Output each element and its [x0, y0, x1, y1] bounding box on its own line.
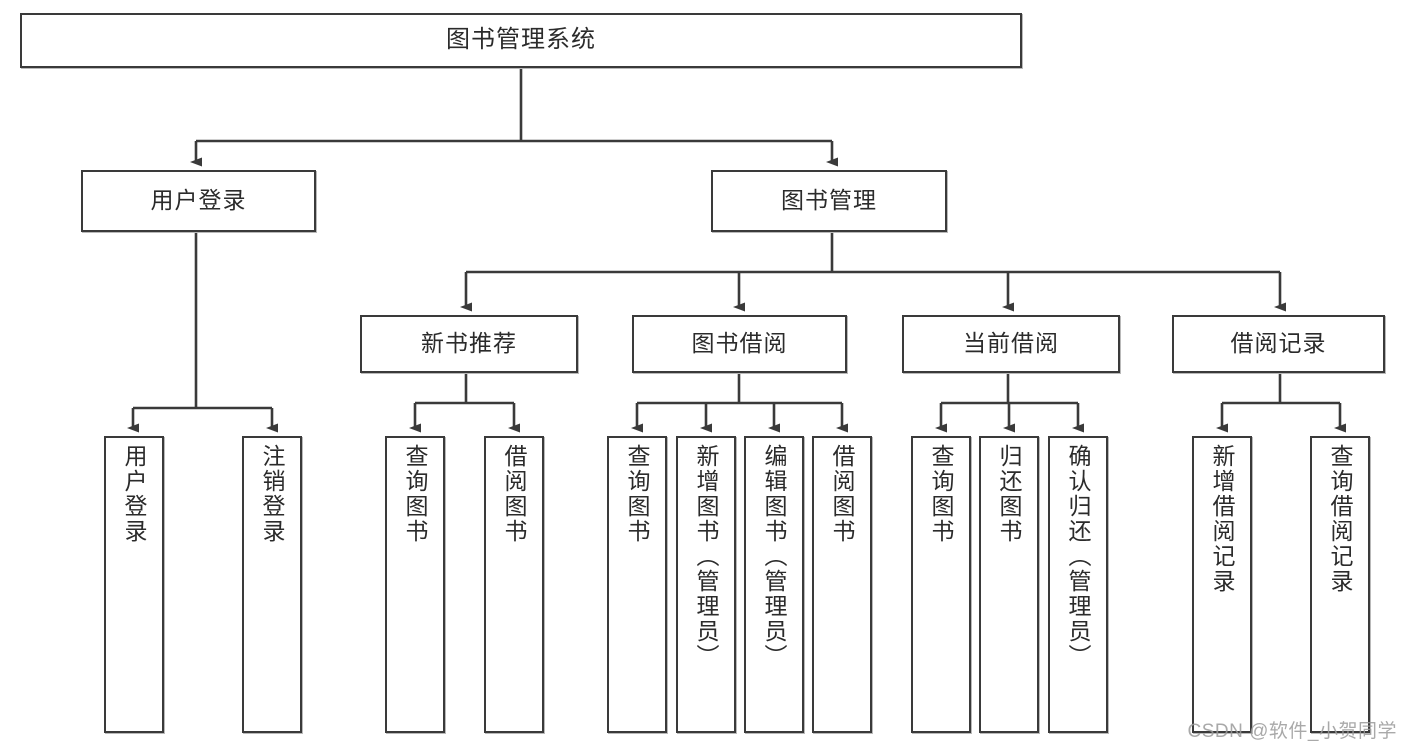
node-leaf-logout-login[interactable]: 注销登录	[242, 436, 302, 733]
node-leaf-borrow-book-1[interactable]: 借阅图书	[484, 436, 544, 733]
node-leaf-add-borrow-record-label: 新增借阅记录	[1209, 444, 1236, 594]
node-leaf-query-borrow-record-label: 查询借阅记录	[1327, 444, 1354, 594]
node-leaf-query-book-1-label: 查询图书	[402, 444, 429, 544]
node-leaf-borrow-book-2[interactable]: 借阅图书	[812, 436, 872, 733]
node-new-book-recommend[interactable]: 新书推荐	[360, 315, 578, 373]
node-leaf-user-login[interactable]: 用户登录	[104, 436, 164, 733]
node-current-borrow-label: 当前借阅	[963, 330, 1059, 357]
node-leaf-add-borrow-record[interactable]: 新增借阅记录	[1192, 436, 1252, 733]
node-leaf-edit-book-admin-label: 编辑图书（管理员）	[761, 444, 788, 669]
node-leaf-confirm-return-admin[interactable]: 确认归还（管理员）	[1048, 436, 1108, 733]
node-current-borrow[interactable]: 当前借阅	[902, 315, 1120, 373]
node-leaf-return-book[interactable]: 归还图书	[979, 436, 1039, 733]
node-leaf-query-book-2-label: 查询图书	[624, 444, 651, 544]
node-book-management[interactable]: 图书管理	[711, 170, 947, 232]
node-borrow-record-label: 借阅记录	[1230, 330, 1327, 357]
node-root-label: 图书管理系统	[446, 26, 596, 54]
node-leaf-add-book-admin-label: 新增图书（管理员）	[693, 444, 720, 669]
node-leaf-borrow-book-2-label: 借阅图书	[829, 444, 856, 544]
node-leaf-user-login-label: 用户登录	[121, 444, 148, 544]
node-leaf-logout-login-label: 注销登录	[259, 444, 286, 544]
node-new-book-recommend-label: 新书推荐	[421, 330, 517, 357]
node-leaf-query-book-2[interactable]: 查询图书	[607, 436, 667, 733]
watermark-text: CSDN @软件_小贺同学	[1187, 721, 1397, 742]
node-book-borrow-label: 图书借阅	[691, 330, 788, 357]
node-user-login-label: 用户登录	[150, 187, 247, 214]
node-leaf-borrow-book-1-label: 借阅图书	[501, 444, 528, 544]
node-book-borrow[interactable]: 图书借阅	[632, 315, 847, 373]
node-leaf-return-book-label: 归还图书	[996, 444, 1023, 544]
node-user-login[interactable]: 用户登录	[81, 170, 316, 232]
node-leaf-query-book-3-label: 查询图书	[928, 444, 955, 544]
node-root[interactable]: 图书管理系统	[20, 13, 1022, 68]
node-leaf-confirm-return-admin-label: 确认归还（管理员）	[1065, 444, 1092, 669]
node-leaf-edit-book-admin[interactable]: 编辑图书（管理员）	[744, 436, 804, 733]
node-leaf-query-book-1[interactable]: 查询图书	[385, 436, 445, 733]
node-leaf-query-borrow-record[interactable]: 查询借阅记录	[1310, 436, 1370, 733]
node-borrow-record[interactable]: 借阅记录	[1172, 315, 1385, 373]
node-book-management-label: 图书管理	[781, 187, 877, 214]
node-leaf-query-book-3[interactable]: 查询图书	[911, 436, 971, 733]
node-leaf-add-book-admin[interactable]: 新增图书（管理员）	[676, 436, 736, 733]
